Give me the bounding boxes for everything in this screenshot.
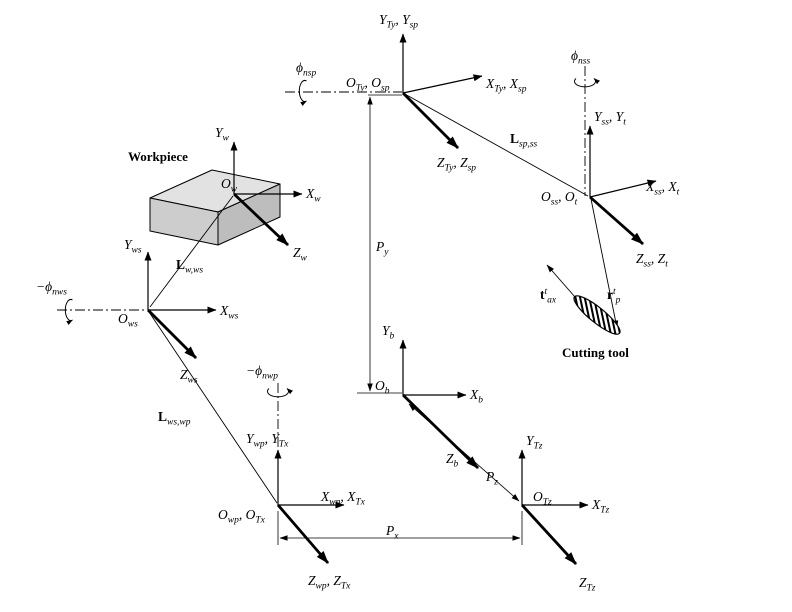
label-phi-nwp: −ϕnwp: [246, 363, 278, 382]
label-dim-p-z: Pz: [485, 469, 498, 488]
label-axis-y-tz: YTz: [526, 433, 543, 452]
label-origin-wp-tx: Owp, OTx: [218, 507, 266, 526]
label-axis-z-tz: ZTz: [579, 575, 596, 594]
label-axis-x-ty-sp: XTy, Xsp: [485, 76, 527, 95]
label-axis-x-ws: Xws: [219, 303, 239, 322]
label-origin-tz: OTz: [533, 489, 552, 508]
axis-x-ty-sp: [402, 74, 483, 94]
tool-axis-vector-arrow: [546, 264, 576, 298]
label-vector-t-ax: ttax: [540, 287, 557, 306]
label-phi-nss: ϕnss: [571, 48, 590, 67]
label-vector-r-p: rtp: [607, 287, 621, 306]
vector-line-r-p: [590, 198, 619, 329]
axis-z-wp-tx: [276, 504, 330, 564]
rotation-arrow-nws-icon: [64, 299, 73, 326]
axis-z-ss-t: [589, 195, 644, 246]
vector-line-l-sp-ss: [402, 92, 589, 197]
label-vector-l-ws-wp: Lws,wp: [158, 409, 191, 428]
label-origin-w: Ow: [221, 176, 238, 195]
label-axis-y-ss-t: Yss, Yt: [594, 109, 626, 128]
label-origin-b: Ob: [375, 378, 390, 397]
label-dim-p-x: Px: [385, 523, 399, 542]
label-workpiece: Workpiece: [128, 149, 188, 164]
label-axis-z-ss-t: Zss, Zt: [636, 251, 668, 270]
label-origin-ws: Ows: [118, 311, 138, 330]
label-axis-y-b: Yb: [382, 323, 395, 342]
label-dim-p-y: Py: [375, 239, 389, 258]
rotation-arrow-nss-icon: [574, 78, 600, 88]
axis-z-b: [402, 393, 479, 470]
label-axis-z-ty-sp: ZTy, Zsp: [437, 155, 476, 174]
cutting-tool: [573, 295, 621, 335]
label-phi-nsp: ϕnsp: [296, 60, 316, 79]
label-axis-x-b: Xb: [469, 387, 483, 406]
label-axis-x-tz: XTz: [591, 497, 610, 516]
vector-line-l-w-ws: [149, 195, 234, 308]
label-axis-y-ws: Yws: [124, 237, 142, 256]
label-axis-y-w: Yw: [215, 125, 230, 144]
label-vector-l-w-ws: Lw,ws: [176, 257, 203, 276]
label-cutting-tool: Cutting tool: [562, 345, 629, 360]
rotation-arrow-nwp-icon: [267, 388, 293, 398]
label-axis-y-ty-sp: YTy, Ysp: [379, 12, 418, 31]
axis-z-w: [233, 192, 289, 247]
label-axis-z-w: Zw: [293, 245, 308, 264]
label-axis-x-w: Xw: [305, 186, 321, 205]
label-vector-l-sp-ss: Lsp,ss: [510, 131, 538, 150]
axis-z-ty-sp: [402, 92, 459, 149]
axis-z-ws: [147, 309, 197, 359]
label-axis-z-b: Zb: [446, 451, 459, 470]
label-axis-z-wp-tx: Zwp, ZTx: [308, 573, 351, 592]
axis-x-ss-t: [589, 179, 657, 198]
label-axis-x-wp-tx: Xwp, XTx: [320, 489, 366, 508]
workpiece-box: [149, 169, 281, 246]
workpiece-side-face: [217, 183, 281, 246]
label-axis-y-wp-tx: Ywp, YTx: [246, 431, 289, 450]
rotation-arrow-nsp-icon: [298, 80, 307, 107]
vector-line-l-ws-wp: [148, 311, 278, 504]
label-axis-x-ss-t: Xss, Xt: [645, 179, 680, 198]
axis-z-tz: [520, 504, 578, 565]
label-origin-ss-t: Oss, Ot: [541, 189, 578, 208]
label-phi-nws: −ϕnws: [36, 279, 67, 298]
label-origin-ty-sp: OTy, Osp: [346, 75, 390, 94]
label-axis-z-ws: Zws: [180, 367, 198, 386]
